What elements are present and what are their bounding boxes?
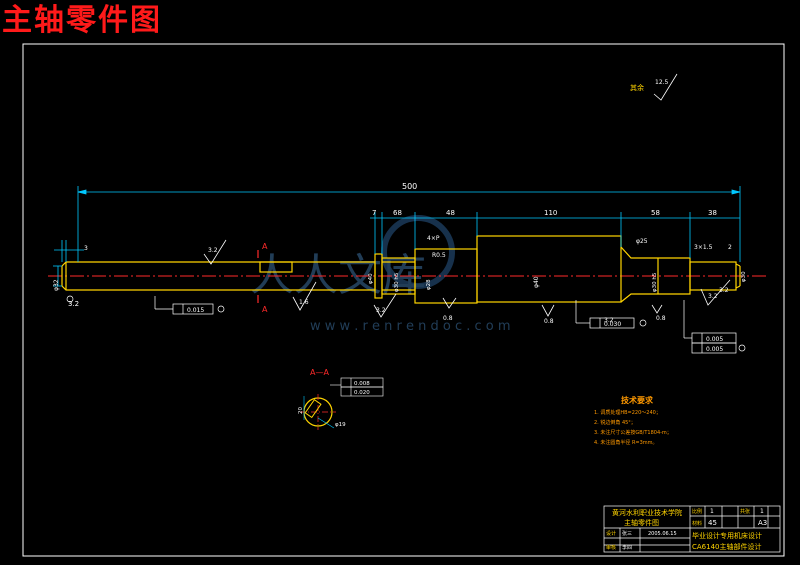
roughness-2: 1.6 [299, 299, 309, 306]
drawing-frame [22, 43, 785, 557]
tech-item-4: 4. 未注圆角半径 R=3mm。 [594, 439, 658, 446]
title-designer: 张三 [622, 530, 632, 537]
segment-dimensions [370, 212, 740, 258]
technical-requirements: 技术要求 1. 调质处理HB=220～240； 2. 锐边倒角 45°； 3. … [594, 395, 672, 446]
dim-seg-5: 58 [651, 209, 660, 217]
tech-item-3: 3. 未注尺寸公差按GB/T1804-m； [594, 429, 672, 436]
dim-dia-2: φ30 h5 [394, 272, 400, 292]
section-dim-1: 20 [298, 407, 304, 414]
tolerance-2: 0.030 [604, 321, 621, 328]
section-dim-2: φ19 [335, 422, 346, 428]
chamfer-taper: φ25 [636, 238, 648, 245]
dim-seg-3: 48 [446, 209, 455, 217]
overall-dimension [77, 186, 741, 262]
dim-seg-4: 110 [544, 209, 557, 217]
chamfer-right-2: 3×1.5 [694, 244, 713, 251]
dim-left-end-roughness: 3.2 [68, 300, 79, 308]
title-material-label: 材料 [692, 520, 702, 527]
roughness-9: 3.2 [719, 287, 729, 294]
title-project-2: CA6140主轴部件设计 [692, 542, 762, 551]
roughness-rest-value: 12.5 [655, 79, 669, 86]
dim-seg-2: 68 [393, 209, 402, 217]
title-school: 黄河水利职业技术学院 [612, 508, 682, 517]
roughness-4: 0.8 [443, 315, 453, 322]
tolerance-1: 0.015 [187, 307, 204, 314]
title-scale-label: 比例 [692, 508, 702, 515]
chamfer-left: 4×P [427, 235, 440, 242]
shaft-outline [61, 235, 741, 304]
section-marker-bottom: A [262, 305, 268, 314]
dim-left-end: 3 [84, 245, 88, 252]
tolerance-3: 0.005 [706, 336, 723, 343]
title-designer-label: 设计 [606, 530, 616, 537]
dim-dia-3: φ28 [426, 279, 432, 290]
title-drawing-no: A3 [758, 519, 767, 527]
title-scale-value: 1 [710, 508, 714, 515]
watermark-url: w w w . r e n r e n d o c . c o m [310, 319, 511, 334]
dim-left-dia: φ32 [53, 279, 60, 291]
title-project-1: 毕业设计专用机床设计 [692, 531, 762, 540]
tech-item-2: 2. 锐边倒角 45°； [594, 419, 636, 426]
radius-label: R0.5 [432, 252, 446, 259]
section-marker-top: A [262, 242, 268, 251]
dim-dia-1: φ40 [368, 273, 374, 284]
title-material: 45 [708, 519, 717, 527]
title-sheet-value: 1 [760, 508, 764, 515]
roughness-7: 3.2 [604, 317, 614, 324]
tolerance-frames [154, 296, 737, 354]
dim-dia-5: φ30 h5 [652, 272, 658, 292]
tolerance-4: 0.005 [706, 346, 723, 353]
title-block [603, 505, 781, 553]
section-view [300, 377, 384, 430]
roughness-6: 3.2 [708, 293, 718, 300]
datum-symbols [66, 295, 746, 352]
title-sheet-label: 共张 [740, 508, 750, 515]
page-title: 主轴零件图 [2, 3, 162, 38]
section-title: A—A [310, 368, 329, 377]
title-date: 2005.06.15 [648, 531, 677, 537]
section-tol-2: 0.020 [354, 390, 370, 396]
roughness-symbols [203, 73, 731, 318]
title-part-name: 主轴零件图 [624, 518, 659, 527]
roughness-5: 0.8 [544, 318, 554, 325]
tech-item-1: 1. 调质处理HB=220～240； [594, 409, 661, 416]
title-checker: 李四 [622, 544, 632, 551]
roughness-1: 3.2 [208, 247, 218, 254]
dim-overall-length: 500 [402, 182, 417, 191]
chamfer-right: 2 [728, 244, 732, 251]
dim-dia-4: φ40 [533, 276, 540, 288]
tech-title: 技术要求 [621, 395, 654, 405]
left-end-dims [53, 240, 84, 287]
title-checker-label: 审核 [606, 544, 616, 551]
roughness-rest-label: 其余 [630, 83, 644, 92]
section-tol-1: 0.008 [354, 381, 370, 387]
dim-dia-6: φ30 [741, 271, 747, 282]
dim-seg-1: 7 [372, 209, 376, 217]
roughness-3: 3.2 [376, 307, 386, 314]
roughness-8: 0.8 [656, 315, 666, 322]
dim-seg-6: 38 [708, 209, 717, 217]
